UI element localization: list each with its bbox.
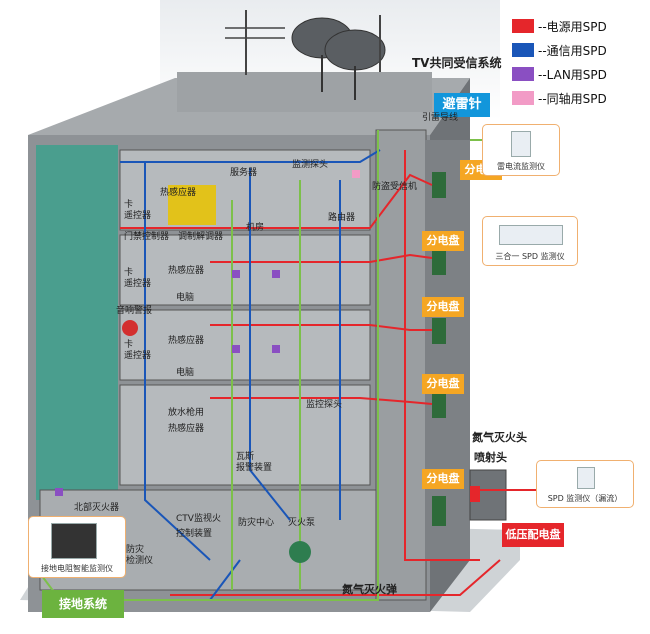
spd-markers — [55, 170, 360, 496]
legend-item-coax: --同轴用SPD — [512, 88, 646, 108]
electrical-shaft — [425, 140, 470, 560]
heat-sensor-1-label: 热感应器 — [160, 188, 197, 198]
floor-5 — [119, 149, 371, 231]
server-cabinet — [168, 185, 216, 225]
router-label: 路由器 — [328, 213, 356, 223]
grounding-system-tag: 接地系统 — [42, 590, 124, 618]
legend: --电源用SPD --通信用SPD --LAN用SPD --同轴用SPD — [512, 16, 646, 112]
lightning-current-monitor-label: 雷电流监测仪 — [497, 162, 545, 171]
window-grid — [36, 145, 118, 500]
legend-swatch-comm — [512, 43, 534, 57]
legend-label-coax: --同轴用SPD — [538, 91, 607, 106]
legend-label-power: --电源用SPD — [538, 19, 607, 34]
spray-head-label: 喷射头 — [474, 451, 507, 464]
lightning-current-device-icon — [511, 131, 531, 157]
card-remote-2-label: 卡 遥控器 — [124, 268, 152, 289]
server-room-label: 机房 — [246, 223, 265, 233]
heat-sensor-2-label: 热感应器 — [168, 266, 205, 276]
legend-item-power: --电源用SPD — [512, 16, 646, 36]
grounding-resistance-monitor: 接地电阻智能监测仪 — [28, 516, 126, 578]
monitor-probe-mid-label: 监控探头 — [306, 400, 343, 410]
access-controller-label: 门禁控制器 — [124, 232, 170, 242]
heat-sensor-3-label: 热感应器 — [168, 336, 205, 346]
floor-4 — [119, 234, 371, 306]
distribution-panels — [432, 172, 446, 526]
nitrogen-bomb-label: 氮气灭火弹 — [342, 583, 397, 596]
spd-combo-monitor: 三合一 SPD 监测仪 — [482, 216, 578, 266]
alarm-bell-icon — [122, 320, 138, 336]
control-device-label: 控制装置 — [176, 529, 213, 539]
distribution-panel-tag-2: 分电盘 — [422, 231, 464, 251]
distribution-panel-tag-5: 分电盘 — [422, 469, 464, 489]
lightning-rod-tag: 避雷针 — [434, 93, 490, 117]
distribution-panel-tag-4: 分电盘 — [422, 374, 464, 394]
spd-leak-monitor: SPD 监测仪（漏流） — [536, 460, 634, 508]
spd-leak-device-icon — [577, 467, 595, 489]
spd-combo-device-icon — [499, 225, 563, 245]
sprinkler-label: 放水枪用 — [168, 408, 205, 418]
legend-swatch-lan — [512, 67, 534, 81]
fire-pump-label: 灭火泵 — [288, 518, 316, 528]
floor-2 — [119, 384, 371, 486]
legend-swatch-coax — [512, 91, 534, 105]
computer-1-label: 电脑 — [176, 293, 195, 303]
card-remote-3-label: 卡 遥控器 — [124, 340, 152, 361]
nitrogen-extinguisher-icon — [470, 486, 480, 502]
legend-swatch-power — [512, 19, 534, 33]
cctv-control-label: CTV监视火 — [176, 514, 221, 524]
nitrogen-head-label: 氮气灭火头 — [472, 431, 527, 444]
power-wiring — [120, 150, 561, 596]
floor-3 — [119, 309, 371, 381]
gas-heat-sensor-label: 瓦斯 报警装置 — [236, 452, 273, 473]
heat-sensor-4-label: 热感应器 — [168, 424, 205, 434]
comm-wiring — [120, 149, 381, 601]
low-voltage-panel-tag: 低压配电盘 — [502, 523, 564, 547]
card-remote-1-label: 卡 遥控器 — [124, 200, 152, 221]
down-conductor-label: 引雷导线 — [422, 113, 459, 123]
server-label: 服务器 — [230, 168, 258, 178]
legend-label-lan: --LAN用SPD — [538, 67, 607, 82]
modem-label: 调制解调器 — [178, 232, 224, 242]
grounding-resistance-monitor-label: 接地电阻智能监测仪 — [41, 564, 113, 573]
tv-system-title: TV共同受信系统 — [412, 56, 502, 70]
legend-item-lan: --LAN用SPD — [512, 64, 646, 84]
legend-label-comm: --通信用SPD — [538, 43, 607, 58]
satellite-dish-2 — [324, 29, 386, 71]
audio-alarm-label: 音响警报 — [116, 306, 153, 316]
computer-2-label: 电脑 — [176, 368, 195, 378]
legend-item-comm: --通信用SPD — [512, 40, 646, 60]
roof-penthouse — [177, 72, 432, 112]
stair-shaft — [375, 129, 427, 601]
fire-center-label: 防灾中心 — [238, 518, 275, 528]
fire-control-device-label: 北部灭火器 — [74, 503, 120, 513]
anti-theft-receiver-label: 防盗受信机 — [372, 182, 418, 192]
spd-leak-monitor-label: SPD 监测仪（漏流） — [547, 494, 623, 503]
spd-combo-monitor-label: 三合一 SPD 监测仪 — [495, 252, 565, 261]
fire-pump-icon — [289, 541, 311, 563]
monitor-probe-top-label: 监测探头 — [292, 160, 329, 170]
ground-wiring — [29, 130, 520, 601]
fire-test-label: 防灾 检测仪 — [126, 545, 154, 566]
grounding-resistance-device-icon — [51, 523, 97, 559]
lightning-current-monitor: 雷电流监测仪 — [482, 124, 560, 176]
distribution-panel-tag-3: 分电盘 — [422, 297, 464, 317]
